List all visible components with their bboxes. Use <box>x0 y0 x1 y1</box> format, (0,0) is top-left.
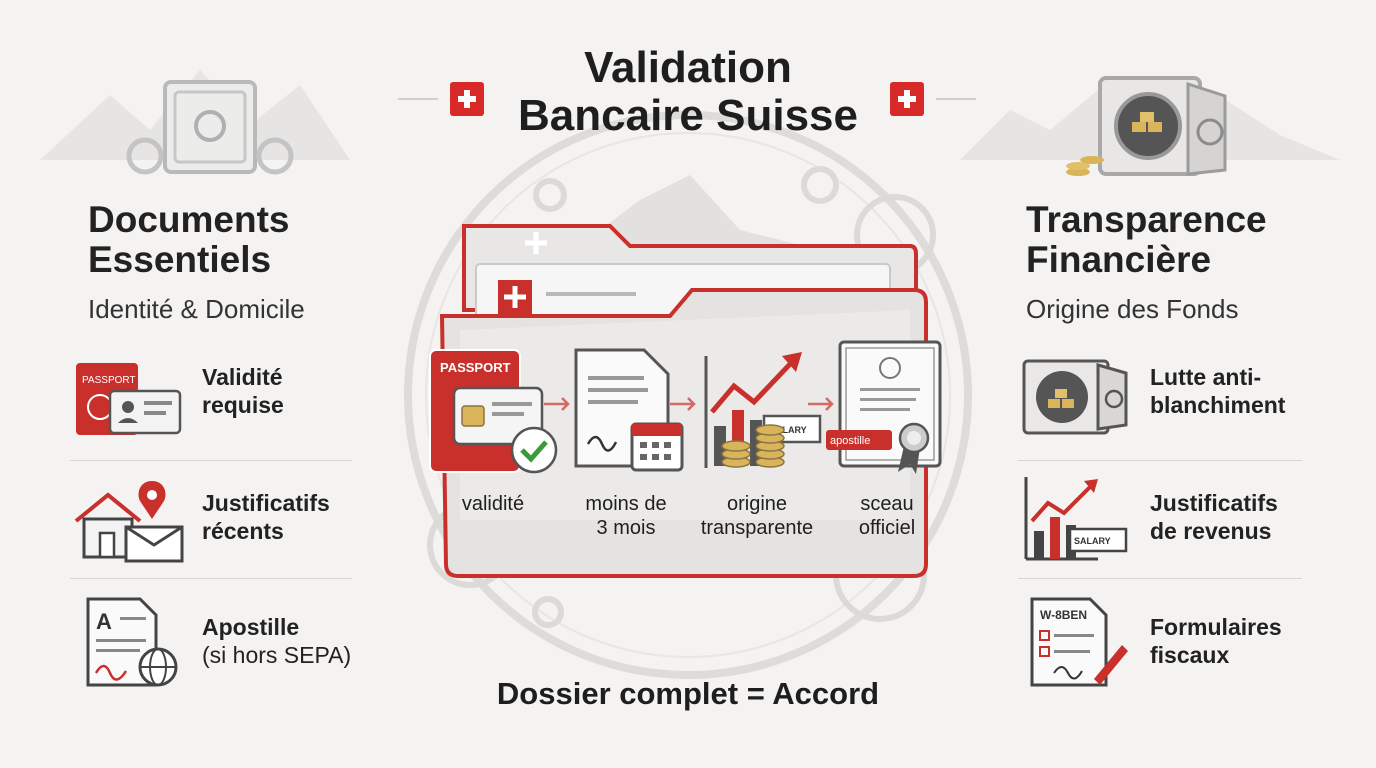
left-column-heading: Documents Essentiels Identité & Domicile <box>88 200 305 325</box>
right-item-label: Lutte anti- blanchiment <box>1150 363 1285 419</box>
right-item-label: Justificatifs de revenus <box>1150 489 1278 545</box>
label-line-2: fiscaux <box>1150 642 1230 668</box>
label-line-1: Lutte anti- <box>1150 364 1262 390</box>
house-mail-icon <box>74 481 184 563</box>
apostille-letter: A <box>96 609 112 634</box>
left-item-label: Justificatifs récents <box>202 489 330 545</box>
right-item-fiscaux: W-8BEN Formulaires fiscaux <box>1018 586 1282 696</box>
right-item-revenus: SALARY Justificatifs de revenus <box>1018 462 1278 572</box>
passport-check-icon: PASSPORT <box>429 349 558 474</box>
swiss-flag-icon <box>450 82 484 116</box>
label-line-2: transparente <box>700 517 814 539</box>
header-line-right <box>936 98 976 100</box>
passport-label: PASSPORT <box>82 375 136 386</box>
salary-label: SALARY <box>770 425 807 435</box>
label-line-1: Justificatifs <box>1150 490 1278 516</box>
label-line-1: Justificatifs <box>202 490 330 516</box>
chart-salary-icon: SALARY <box>1024 477 1128 561</box>
footer-conclusion: Dossier complet = Accord <box>496 676 880 711</box>
title-line-1: Validation <box>584 43 792 92</box>
salary-label: SALARY <box>1074 536 1111 546</box>
apostille-badge: apostille <box>830 435 870 447</box>
vault-safe-icon <box>126 80 294 175</box>
growth-coins-icon: SALARY <box>704 352 822 468</box>
left-item-label: Apostille (si hors SEPA) <box>202 613 351 669</box>
left-item-label: Validité requise <box>202 363 284 419</box>
step-label-origine-transparente: origine transparente <box>682 492 832 540</box>
right-title-line-1: Transparence <box>1026 199 1267 240</box>
step-label-sceau-officiel: sceau officiel <box>812 492 962 540</box>
step-label-moins-de-3-mois: moins de 3 mois <box>551 492 701 540</box>
swiss-flag-icon <box>890 82 924 116</box>
right-column-heading: Transparence Financière Origine des Fond… <box>1026 200 1267 325</box>
left-title-line-1: Documents <box>88 199 290 240</box>
vault-gold-header-icon <box>1066 76 1227 176</box>
right-subtitle: Origine des Fonds <box>1026 294 1239 324</box>
step-label-validite: validité <box>418 492 568 516</box>
label-line-1: Validité <box>202 364 283 390</box>
label-line-2: officiel <box>858 517 916 539</box>
divider <box>70 578 352 579</box>
right-item-label: Formulaires fiscaux <box>1150 613 1282 669</box>
label-line-2: de revenus <box>1150 518 1272 544</box>
passport-id-icon: PASSPORT <box>76 363 182 435</box>
label-line-1: Formulaires <box>1150 614 1282 640</box>
tax-form-icon: W-8BEN <box>1030 597 1128 687</box>
divider <box>1018 578 1302 579</box>
page-title: Validation Bancaire Suisse <box>438 44 938 140</box>
right-item-blanchiment: Lutte anti- blanchiment <box>1018 336 1285 446</box>
label-line-2: 3 mois <box>596 517 656 539</box>
apostille-globe-icon: A <box>86 597 178 687</box>
document-calendar-icon <box>574 348 684 472</box>
form-label: W-8BEN <box>1040 608 1087 622</box>
label-line-2: (si hors SEPA) <box>202 642 352 668</box>
title-line-2: Bancaire Suisse <box>518 91 858 140</box>
label-line-2: blanchiment <box>1150 392 1286 418</box>
passport-label: PASSPORT <box>440 360 511 375</box>
left-item-justificatifs: Justificatifs récents <box>70 462 330 572</box>
label-line-2: récents <box>202 518 284 544</box>
divider <box>1018 460 1302 461</box>
left-item-validite: PASSPORT Validité requise <box>70 336 284 446</box>
divider <box>70 460 352 461</box>
left-title-line-2: Essentiels <box>88 239 272 280</box>
label-line-1: origine <box>726 493 788 515</box>
label-line-1: sceau <box>860 493 914 515</box>
label-line-1: Apostille <box>202 614 300 640</box>
folder-graphic <box>439 224 928 578</box>
header-line-left <box>398 98 438 100</box>
left-item-apostille: A Apostille (si hors SEPA) <box>70 586 351 696</box>
label-line-2: requise <box>202 392 284 418</box>
label-line-1: moins de <box>585 493 667 515</box>
label-line-1: validité <box>461 493 525 515</box>
right-title-line-2: Financière <box>1026 239 1212 280</box>
certificate-seal-icon: apostille <box>826 340 942 474</box>
vault-gold-icon <box>1022 359 1128 435</box>
left-subtitle: Identité & Domicile <box>88 294 305 324</box>
